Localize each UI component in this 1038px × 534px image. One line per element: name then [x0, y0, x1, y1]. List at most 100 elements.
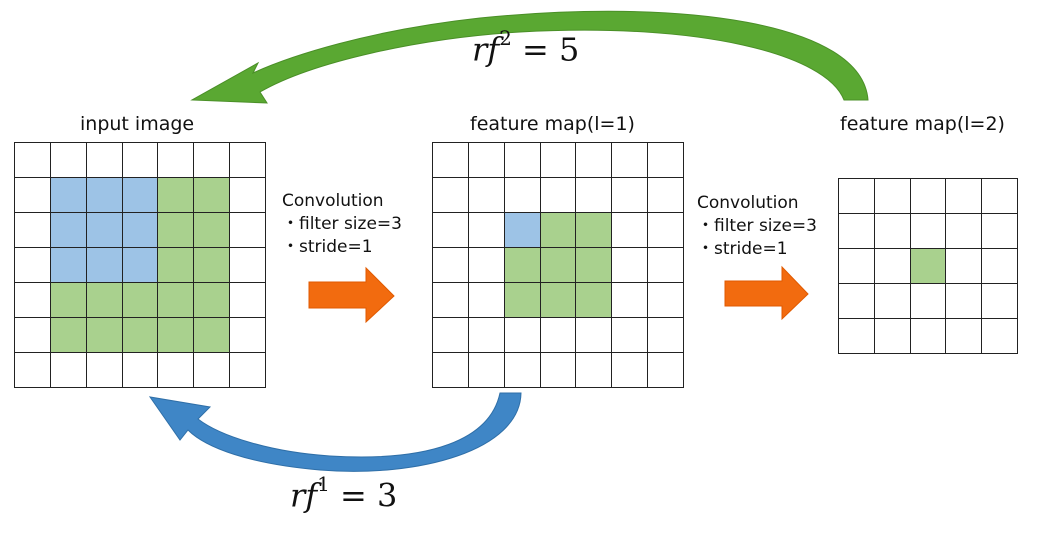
- grid-cell: [611, 212, 649, 248]
- rf1-layer: 1: [317, 472, 330, 496]
- grid-row: [432, 352, 684, 388]
- grid-cell: [193, 142, 231, 178]
- grid-cell: [909, 283, 947, 319]
- grid-cell: [14, 212, 51, 248]
- grid-cell: [14, 352, 51, 388]
- grid-row: [14, 142, 266, 178]
- green-curved-arrow-icon: [190, 10, 869, 104]
- feature-map-2-title: feature map(l=2): [840, 113, 1005, 135]
- input-image-grid: [14, 142, 266, 388]
- grid-cell: [229, 247, 266, 283]
- grid-cell: [647, 352, 684, 388]
- grid-row: [14, 177, 266, 213]
- blue-curved-arrow-icon: [148, 392, 522, 472]
- grid-cell: [981, 318, 1018, 354]
- convolution-2-stride: ・stride=1: [697, 239, 788, 259]
- grid-cell-green: [157, 177, 195, 213]
- grid-cell: [981, 248, 1018, 284]
- grid-cell: [873, 248, 911, 284]
- feature-map-1-grid: [432, 142, 684, 388]
- rf2-layer: 2: [499, 26, 512, 50]
- grid-row: [432, 317, 684, 353]
- feature-map-1-title: feature map(l=1): [470, 113, 635, 135]
- grid-cell: [647, 282, 684, 318]
- grid-cell: [838, 178, 875, 214]
- grid-cell: [49, 352, 87, 388]
- grid-cell-green: [575, 247, 613, 283]
- grid-cell: [432, 212, 469, 248]
- grid-cell-blue: [85, 247, 123, 283]
- grid-cell: [432, 352, 469, 388]
- input-image-title: input image: [80, 113, 195, 135]
- grid-row: [14, 282, 266, 318]
- grid-cell: [647, 142, 684, 178]
- grid-cell: [981, 283, 1018, 319]
- grid-cell: [909, 213, 947, 249]
- grid-cell: [647, 317, 684, 353]
- grid-cell: [873, 318, 911, 354]
- grid-cell: [85, 142, 123, 178]
- grid-cell-green: [49, 282, 87, 318]
- grid-cell-green: [575, 212, 613, 248]
- grid-cell: [539, 352, 577, 388]
- grid-cell: [467, 212, 505, 248]
- grid-row: [432, 247, 684, 283]
- grid-cell: [229, 177, 266, 213]
- grid-cell: [575, 352, 613, 388]
- grid-cell: [432, 177, 469, 213]
- grid-row: [432, 282, 684, 318]
- grid-cell: [539, 142, 577, 178]
- convolution-1-stride: ・stride=1: [282, 237, 373, 257]
- grid-cell-blue: [121, 177, 159, 213]
- grid-cell: [945, 318, 983, 354]
- convolution-1-title: Convolution: [282, 191, 384, 211]
- grid-cell-green: [157, 212, 195, 248]
- grid-row: [838, 283, 1018, 319]
- grid-row: [838, 178, 1018, 214]
- grid-cell: [14, 177, 51, 213]
- grid-cell: [945, 178, 983, 214]
- grid-cell-green: [575, 282, 613, 318]
- rf2-formula: rf2 = 5: [472, 26, 580, 69]
- grid-cell: [647, 212, 684, 248]
- rf1-value: = 3: [329, 476, 398, 515]
- grid-cell-blue: [85, 212, 123, 248]
- grid-cell: [229, 352, 266, 388]
- grid-cell: [229, 142, 266, 178]
- grid-cell-blue: [49, 177, 87, 213]
- grid-cell: [467, 317, 505, 353]
- grid-cell-green: [85, 317, 123, 353]
- grid-cell-green: [193, 282, 231, 318]
- grid-row: [838, 213, 1018, 249]
- grid-cell: [121, 142, 159, 178]
- rf1-formula: rf1 = 3: [290, 472, 398, 515]
- orange-right-arrow-icon: [308, 266, 395, 324]
- grid-cell: [838, 283, 875, 319]
- grid-row: [838, 248, 1018, 284]
- grid-row: [432, 177, 684, 213]
- convolution-2-title: Convolution: [697, 193, 799, 213]
- grid-cell: [575, 177, 613, 213]
- grid-cell-green: [121, 282, 159, 318]
- orange-right-arrow-icon: [724, 265, 809, 321]
- grid-cell: [981, 213, 1018, 249]
- grid-row: [14, 317, 266, 353]
- grid-cell: [838, 318, 875, 354]
- grid-row: [14, 212, 266, 248]
- grid-cell-green: [909, 248, 947, 284]
- grid-cell: [647, 177, 684, 213]
- grid-cell: [14, 317, 51, 353]
- rf2-variable: rf: [472, 30, 500, 69]
- rf1-variable: rf: [290, 476, 318, 515]
- grid-cell: [85, 352, 123, 388]
- grid-cell: [539, 177, 577, 213]
- grid-cell: [229, 317, 266, 353]
- grid-cell: [647, 247, 684, 283]
- convolution-1-filter-size: ・filter size=3: [282, 214, 402, 234]
- rf2-value: = 5: [511, 30, 580, 69]
- grid-row: [14, 247, 266, 283]
- grid-cell: [467, 177, 505, 213]
- grid-cell: [467, 247, 505, 283]
- grid-cell: [611, 142, 649, 178]
